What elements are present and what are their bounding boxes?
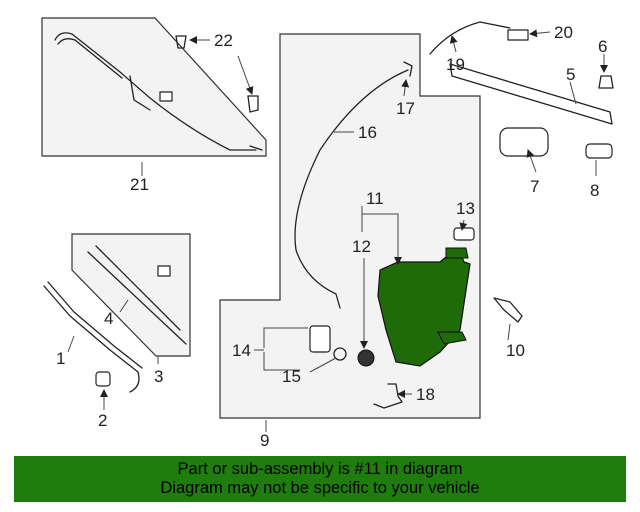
leader-14-top (263, 327, 308, 348)
callout-14: 14 (232, 341, 251, 360)
leader-19 (449, 35, 458, 53)
grommet-part (357, 349, 375, 367)
leader-7 (526, 149, 537, 173)
callout-20: 20 (554, 23, 573, 42)
nozzle-part (507, 29, 529, 41)
reservoir-panel (219, 33, 481, 419)
reservoir-mount-tab (437, 331, 467, 345)
washer-pump-part (309, 325, 331, 353)
clip-22b-part (247, 95, 259, 113)
panel-wiper-blades (71, 233, 191, 357)
callout-16: 16 (358, 123, 377, 142)
arm-cap-part (95, 371, 111, 387)
blade-part-rubber (95, 245, 181, 331)
callout-12: 12 (352, 237, 371, 256)
washer-hose-part (429, 21, 511, 55)
leader-1 (67, 335, 75, 353)
bolt-part (598, 75, 614, 89)
leader-11-right (361, 206, 402, 265)
hose-part-inner (57, 38, 123, 79)
reservoir-cap-part (453, 227, 475, 241)
bracket-part (585, 143, 613, 159)
leader-20 (529, 29, 551, 38)
leader-17 (401, 79, 410, 97)
leader-5 (569, 81, 577, 105)
callout-8: 8 (590, 181, 599, 200)
banner-line-1: Part or sub-assembly is #11 in diagram (177, 460, 463, 478)
reservoir-filler-neck (445, 247, 469, 259)
exploded-parts-diagram: 22 20 19 6 5 7 8 17 16 21 11 13 12 14 15… (41, 17, 614, 450)
banner-line-2: Diagram may not be specific to your vehi… (160, 479, 480, 497)
reservoir-hose-part (294, 69, 409, 309)
callout-5: 5 (566, 65, 575, 84)
callout-3: 3 (154, 367, 163, 386)
pump-seal-part (333, 347, 347, 361)
panel-hoses-group (41, 17, 267, 157)
callout-19: 19 (446, 55, 465, 74)
leader-4 (119, 299, 129, 313)
linkage-part (449, 63, 613, 125)
wiper-arm-part (43, 285, 140, 393)
bolt-10-part (493, 297, 523, 323)
hose-connector (129, 75, 151, 111)
blade-part (87, 251, 187, 345)
motor-part (499, 127, 549, 157)
level-sensor-part (373, 383, 403, 409)
callout-22: 22 (214, 31, 233, 50)
hose-clip (159, 91, 173, 102)
callout-13: 13 (456, 199, 475, 218)
callout-7: 7 (530, 177, 539, 196)
hose-end (249, 145, 263, 151)
hoses-panel (41, 17, 267, 157)
callout-21: 21 (130, 175, 149, 194)
part-info-banner: Part or sub-assembly is #11 in diagram D… (14, 456, 626, 502)
hose-clip-17 (403, 61, 413, 77)
leader-10 (507, 323, 511, 341)
hose-part (54, 32, 257, 151)
leader-15 (309, 357, 337, 373)
blades-panel (71, 233, 191, 357)
leader-22b (237, 55, 254, 95)
leader-13 (459, 219, 468, 231)
blade-clip (157, 265, 171, 277)
callout-18: 18 (416, 385, 435, 404)
callout-4: 4 (104, 309, 113, 328)
callout-17: 17 (396, 99, 415, 118)
callout-2: 2 (98, 411, 107, 430)
clip-22-part (175, 35, 187, 49)
callout-6: 6 (598, 37, 607, 56)
callout-10: 10 (506, 341, 525, 360)
leader-14-bottom (263, 352, 300, 371)
callout-11: 11 (366, 189, 384, 208)
callout-15: 15 (282, 367, 301, 386)
callout-9: 9 (260, 431, 269, 450)
callout-1: 1 (56, 349, 65, 368)
wiper-arm-edge (47, 281, 143, 369)
